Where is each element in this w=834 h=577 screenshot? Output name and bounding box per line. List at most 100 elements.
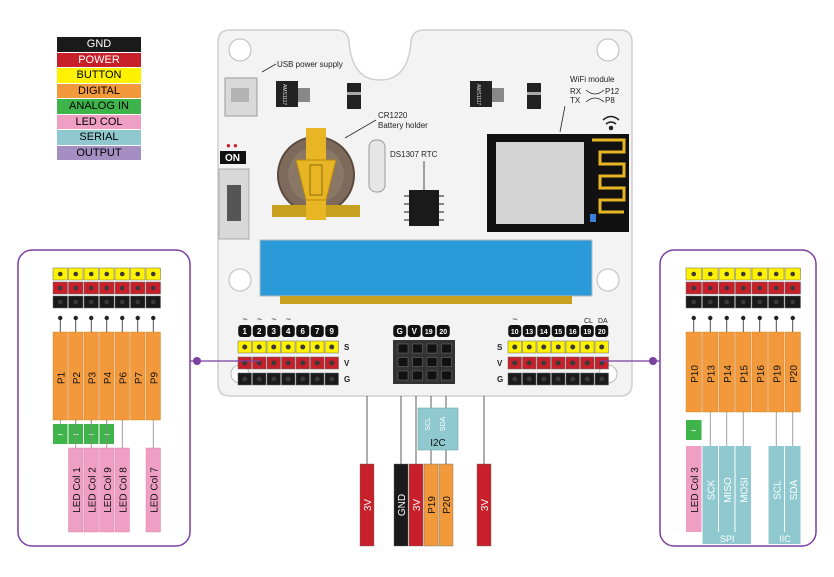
right-pin-name: P14 [723,365,734,383]
regulator-ic-label: AMS1117 [281,84,287,105]
socket-hole[interactable] [412,357,423,367]
left-pin-name: P2 [72,371,83,384]
rtc-label: DS1307 RTC [390,150,438,159]
socket-hole[interactable] [412,343,423,354]
board-pin-label: 6 [301,327,306,336]
left-led-col [114,447,130,533]
iic-label: SCL [772,480,783,500]
socket-hole[interactable] [412,370,423,381]
board-pin-label-bg [281,325,295,337]
spi-label: MISO [723,477,734,503]
socket-hole[interactable] [426,370,438,381]
board-pin-label: 20 [598,329,606,336]
lead-p20-label: P20 [442,496,453,514]
cl-label: CL [584,318,593,325]
center-socket [393,340,455,384]
rtc-chip [409,190,439,226]
left-led-label: LED Col 2 [87,467,98,513]
iic-pin [768,446,784,532]
regulator-ic-right [470,81,492,107]
wifi-signal-icon [602,115,620,131]
left-led-col [68,447,84,533]
left-pin-name: P9 [149,371,160,384]
left-led-label: LED Col 7 [149,467,160,513]
left-led-col [145,447,161,533]
board-pin-label-bg [252,325,266,337]
left-pin-name: P1 [56,371,67,384]
spi-pin [702,446,718,532]
board-pin-label: V [412,327,418,336]
board-pin-label-bg [580,325,594,337]
legend-output: OUTPUT [57,145,141,161]
board-pin-label-bg [422,325,436,337]
socket-hole[interactable] [441,370,452,381]
left-pin-name: P6 [118,371,129,384]
board-pin-label: 13 [525,329,533,336]
lcd-screen [259,239,593,297]
i2c-sda: SDA [440,416,447,431]
battery-holder [272,128,360,220]
socket-hole[interactable] [441,343,452,354]
socket-hole[interactable] [397,357,409,367]
lead-3v-b-label: 3V [412,499,423,512]
board-pin-label-bg [407,325,421,337]
iic-label: SDA [789,479,800,500]
i2c-scl: SCL [425,417,432,431]
right-digital-pin [685,331,702,413]
row-s-right: S [497,343,503,352]
board-pin-label: G [397,327,403,336]
wifi-rx: RX [570,87,582,96]
socket-hole[interactable] [397,370,409,381]
left-led-label: LED Col 1 [72,467,83,513]
right-digital-pin [751,331,768,413]
right-led-col [686,446,702,532]
board-pin-label: 4 [286,327,291,336]
analog-tilde: ~ [512,314,517,324]
diode-left [347,83,361,109]
analog-tilde: ~ [257,314,262,324]
board-pin-label-bg [267,325,281,337]
left-led-col [83,447,99,533]
right-pin-name: P20 [789,365,800,383]
spi-pin [719,446,735,532]
board-pin-label: 16 [569,329,577,336]
board-pin-label: 14 [540,329,548,336]
row-v-left: V [344,359,350,368]
row-s-left: S [344,343,350,352]
lead-p19-label: P19 [427,496,438,514]
board-pin-label-bg [522,325,536,337]
board-pin-label-bg [436,325,450,337]
lead-3v-c-label: 3V [480,499,491,512]
board-pin-label-bg [393,325,407,337]
socket-hole[interactable] [426,343,438,354]
i2c-label: I2C [430,438,446,449]
lead-p20 [438,463,454,547]
legend-serial: SERIAL [57,130,141,146]
board-pin-label-bg [537,325,551,337]
board-pin-label-bg [310,325,324,337]
analog-tilde: ~ [242,314,247,324]
legend-led-col: LED COL [57,114,141,130]
iic-group-label: IIC [779,534,791,544]
socket-hole[interactable] [426,357,438,367]
wifi-p12: P12 [605,87,620,96]
board-pin-label-bg [595,325,609,337]
row-g-right: G [497,375,503,384]
lead-3v-a-label: 3V [363,499,374,512]
board-pin-label-bg [296,325,310,337]
lead-p19 [423,463,439,547]
right-led-label: LED Col 3 [690,467,701,513]
battery-label-2: Battery holder [378,121,428,130]
socket-hole[interactable] [441,357,452,367]
lead-3v-c [476,463,492,547]
power-switch-indicator: ● ● [226,141,238,150]
socket-hole[interactable] [397,343,409,354]
iic-group [768,532,801,544]
right-pin-name: P16 [756,365,767,383]
board-pin-label: 3 [272,327,277,336]
board-pin-label-bg [325,325,339,337]
board-pin-label: 19 [425,329,433,336]
crystal [368,139,386,193]
wifi-p8: P8 [605,96,615,105]
